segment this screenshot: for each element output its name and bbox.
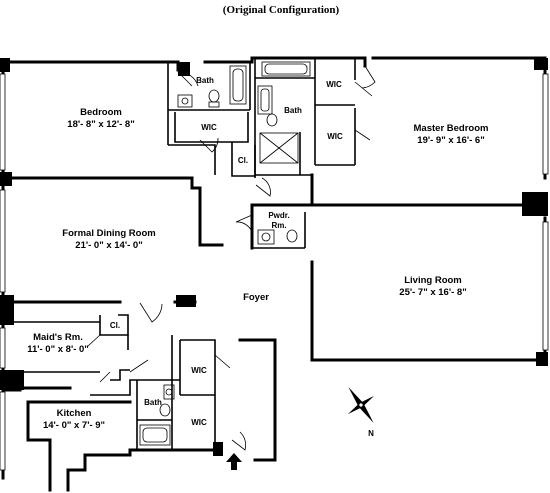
bedroom-name: Bedroom (80, 107, 122, 118)
bath-master-label: Bath (284, 106, 302, 115)
wic-bottom-top-label: WIC (191, 366, 207, 375)
room-kitchen: Kitchen 14'- 0" x 7'- 9" (43, 408, 105, 431)
plan-title: (Original Configuration) (223, 4, 340, 16)
powder-room-label-line1: Pwdr. (268, 211, 289, 220)
compass-north-label: N (368, 429, 374, 438)
room-dining: Formal Dining Room 21'- 0" x 14'- 0" (62, 228, 155, 251)
living-name: Living Room (404, 275, 462, 286)
room-bedroom: Bedroom 18'- 8" x 12'- 8" (67, 107, 134, 130)
entry-arrow-icon (226, 453, 242, 470)
fixtures (139, 61, 311, 446)
bath-maids-label: Bath (144, 398, 162, 407)
room-maids: Maid's Rm. 11'- 0" x 8'- 0" (27, 332, 89, 355)
dining-dims: 21'- 0" x 14'- 0" (75, 240, 142, 251)
dining-name: Formal Dining Room (62, 228, 155, 239)
columns (0, 58, 548, 456)
wic-bottom-bottom-label: WIC (191, 418, 207, 427)
kitchen-dims: 14'- 0" x 7'- 9" (43, 420, 105, 431)
windows (0, 73, 549, 471)
maids-dims: 11'- 0" x 8'- 0" (27, 344, 89, 355)
wic-bedroom-label: WIC (201, 123, 217, 132)
foyer-label: Foyer (243, 292, 269, 303)
doors (87, 65, 376, 451)
room-living: Living Room 25'- 7" x 16'- 8" (399, 275, 466, 298)
master-bedroom-dims: 19'- 9" x 16'- 6" (417, 135, 484, 146)
wic-master-bottom-label: WIC (327, 132, 343, 141)
compass-icon (347, 386, 375, 424)
wic-master-top-label: WIC (326, 80, 342, 89)
closet-maids-label: Cl. (110, 321, 120, 330)
living-dims: 25'- 7" x 16'- 8" (399, 287, 466, 298)
bedroom-dims: 18'- 8" x 12'- 8" (67, 119, 134, 130)
closet-bedroom-label: Cl. (238, 156, 248, 165)
powder-room-label-line2: Rm. (271, 221, 286, 230)
maids-name: Maid's Rm. (33, 332, 83, 343)
kitchen-name: Kitchen (57, 408, 92, 419)
room-master-bedroom: Master Bedroom 19'- 9" x 16'- 6" (414, 123, 489, 146)
bath-bedroom-label: Bath (196, 76, 214, 85)
master-bedroom-name: Master Bedroom (414, 123, 489, 134)
